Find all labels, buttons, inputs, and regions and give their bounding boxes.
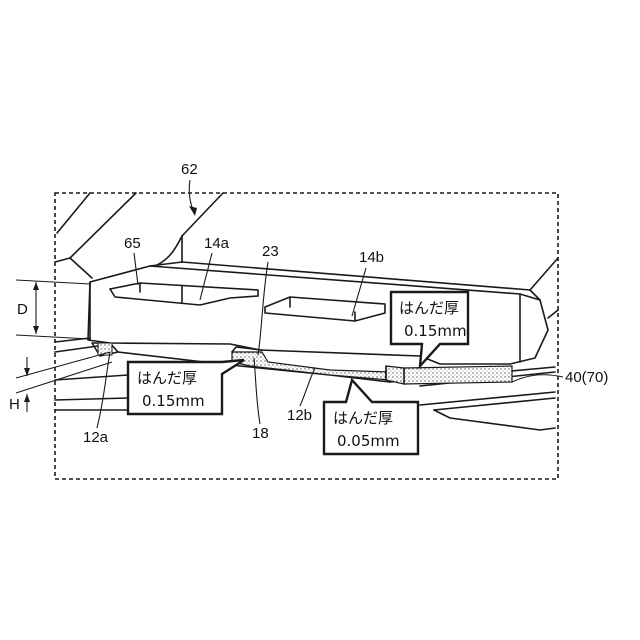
leader-12a: [97, 352, 110, 428]
solder-right: [386, 366, 512, 384]
label-23: 23: [262, 243, 279, 260]
arrowhead-62: [189, 206, 197, 216]
label-12b: 12b: [287, 407, 312, 424]
callout-3-line1: はんだ厚: [333, 409, 393, 427]
dimension-D: D: [16, 280, 90, 339]
leader-12b: [300, 368, 315, 406]
label-40-70: 40(70): [565, 369, 608, 386]
dimension-H: H: [9, 352, 112, 413]
label-H: H: [9, 396, 20, 413]
callout-3-line2: 0.05mm: [337, 432, 400, 450]
callout-1-line1: はんだ厚: [399, 299, 459, 317]
label-62: 62: [181, 161, 198, 178]
callout-2-line1: はんだ厚: [137, 369, 197, 387]
label-18: 18: [252, 425, 269, 442]
label-12a: 12a: [83, 429, 109, 446]
label-65: 65: [124, 235, 141, 252]
callout-1-line2: 0.15mm: [404, 322, 467, 340]
label-14a: 14a: [204, 235, 230, 252]
label-D: D: [17, 301, 28, 318]
label-14b: 14b: [359, 249, 384, 266]
callout-solder-0.15-left: はんだ厚 0.15mm: [128, 360, 244, 414]
callout-solder-0.05: はんだ厚 0.05mm: [324, 380, 418, 454]
callout-2-line2: 0.15mm: [142, 392, 205, 410]
